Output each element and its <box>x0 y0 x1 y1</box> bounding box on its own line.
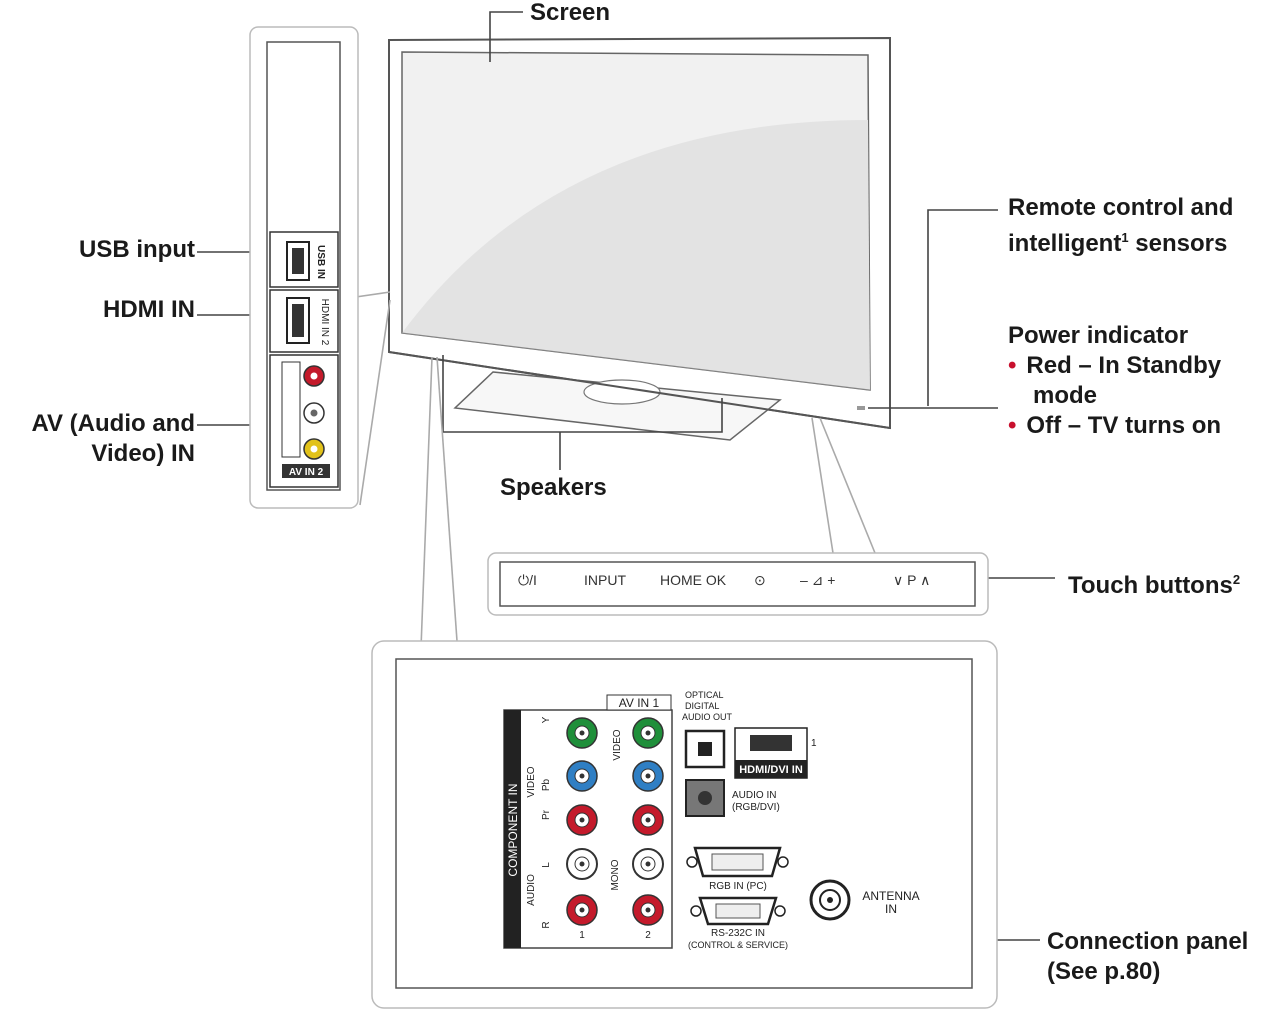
usb-in-text: USB IN <box>315 245 326 279</box>
touch-power-button[interactable]: ⏻/I <box>518 572 537 588</box>
hdmi-num: 1 <box>811 738 817 749</box>
tv-set <box>388 36 891 441</box>
audio-text: AUDIO <box>526 874 537 906</box>
power-red-line: •Red – In Standby <box>1008 352 1222 379</box>
optical-line1: OPTICAL <box>685 690 724 700</box>
touch-button-labels: ⏻/I INPUT HOME OK ⊙ – ⊿ + ∨ P ∧ <box>508 572 948 596</box>
r-text: R <box>541 921 552 928</box>
component-in-text: COMPONENT IN <box>506 783 520 876</box>
touch-volume-button[interactable]: – ⊿ + <box>800 572 836 588</box>
stand-neck <box>583 379 661 405</box>
power-off-line: •Off – TV turns on <box>1008 412 1222 439</box>
touch-program-button[interactable]: ∨ P ∧ <box>893 572 931 588</box>
jack-col1-num: 1 <box>579 930 585 941</box>
optical-line2: DIGITAL <box>685 701 719 711</box>
av-in-label: AV (Audio and Video) IN <box>0 409 195 469</box>
pr-text: Pr <box>541 809 552 820</box>
optical-line3: AUDIO OUT <box>682 712 733 722</box>
video2-text: VIDEO <box>612 729 623 760</box>
connection-line1: Connection panel <box>1047 928 1249 955</box>
power-mode-line: mode <box>1033 382 1098 409</box>
connection-line2: (See p.80) <box>1047 958 1161 985</box>
antenna-line1: ANTENNA <box>862 889 919 903</box>
remote-label-line1: Remote control and <box>1008 194 1234 221</box>
hdmi-dvi-text: HDMI/DVI IN <box>739 764 803 776</box>
y-text: Y <box>541 716 552 723</box>
jack-col2-num: 2 <box>645 930 651 941</box>
power-indicator-label: Power indicator •Red – In Standby mode •… <box>1008 321 1221 441</box>
jacks-column-1 <box>566 717 598 926</box>
rgb-in-text: RGB IN (PC) <box>709 881 767 892</box>
av-label-line1: AV (Audio and <box>31 410 195 437</box>
screen-label: Screen <box>530 0 611 26</box>
pb-text: Pb <box>541 778 552 791</box>
jacks-column-2 <box>632 717 664 926</box>
touch-buttons-label: Touch buttons2 <box>1068 572 1241 599</box>
power-indicator-led <box>857 406 865 410</box>
touch-input-button[interactable]: INPUT <box>584 572 626 588</box>
av-in1-text: AV IN 1 <box>619 696 660 710</box>
remote-sensor-label: Remote control and intelligent1 sensors <box>1008 193 1233 259</box>
av-label-line2: Video) IN <box>91 440 195 467</box>
connection-panel: COMPONENT IN AV IN 1 VIDEO AUDIO VIDEO Y… <box>371 640 998 1009</box>
audio-in-line1: AUDIO IN <box>732 790 776 801</box>
remote-footnote: 1 <box>1121 230 1129 245</box>
touch-strip <box>487 552 989 616</box>
touch-home-ok-button[interactable]: HOME OK <box>660 572 727 588</box>
rs232-line1: RS-232C IN <box>711 928 765 939</box>
rs232-line2: (CONTROL & SERVICE) <box>688 940 788 950</box>
tv-stand <box>453 371 782 441</box>
screen-reflection <box>402 120 870 390</box>
usb-input-label: USB input <box>79 236 195 263</box>
remote-label-line2: intelligent1 sensors <box>1008 230 1228 257</box>
touch-settings-button[interactable]: ⊙ <box>754 572 766 588</box>
touch-footnote: 2 <box>1232 572 1241 587</box>
speakers-label: Speakers <box>500 474 607 501</box>
audio-in-line2: (RGB/DVI) <box>732 802 780 813</box>
side-panel: USB IN HDMI IN 2 AV IN 2 <box>249 26 359 509</box>
remote-leader <box>927 209 998 406</box>
video-text: VIDEO <box>526 766 537 797</box>
av-in2-text: AV IN 2 <box>289 467 324 478</box>
power-title: Power indicator <box>1008 322 1189 349</box>
hdmi-in-label: HDMI IN <box>103 296 195 323</box>
l-text: L <box>541 862 552 868</box>
antenna-line2: IN <box>885 902 897 916</box>
connection-panel-label: Connection panel (See p.80) <box>1047 927 1248 987</box>
mono-text: MONO <box>610 859 621 890</box>
speakers-leader <box>442 355 723 433</box>
screen-leader <box>489 11 523 62</box>
hdmi-in-text: HDMI IN 2 <box>319 299 330 346</box>
